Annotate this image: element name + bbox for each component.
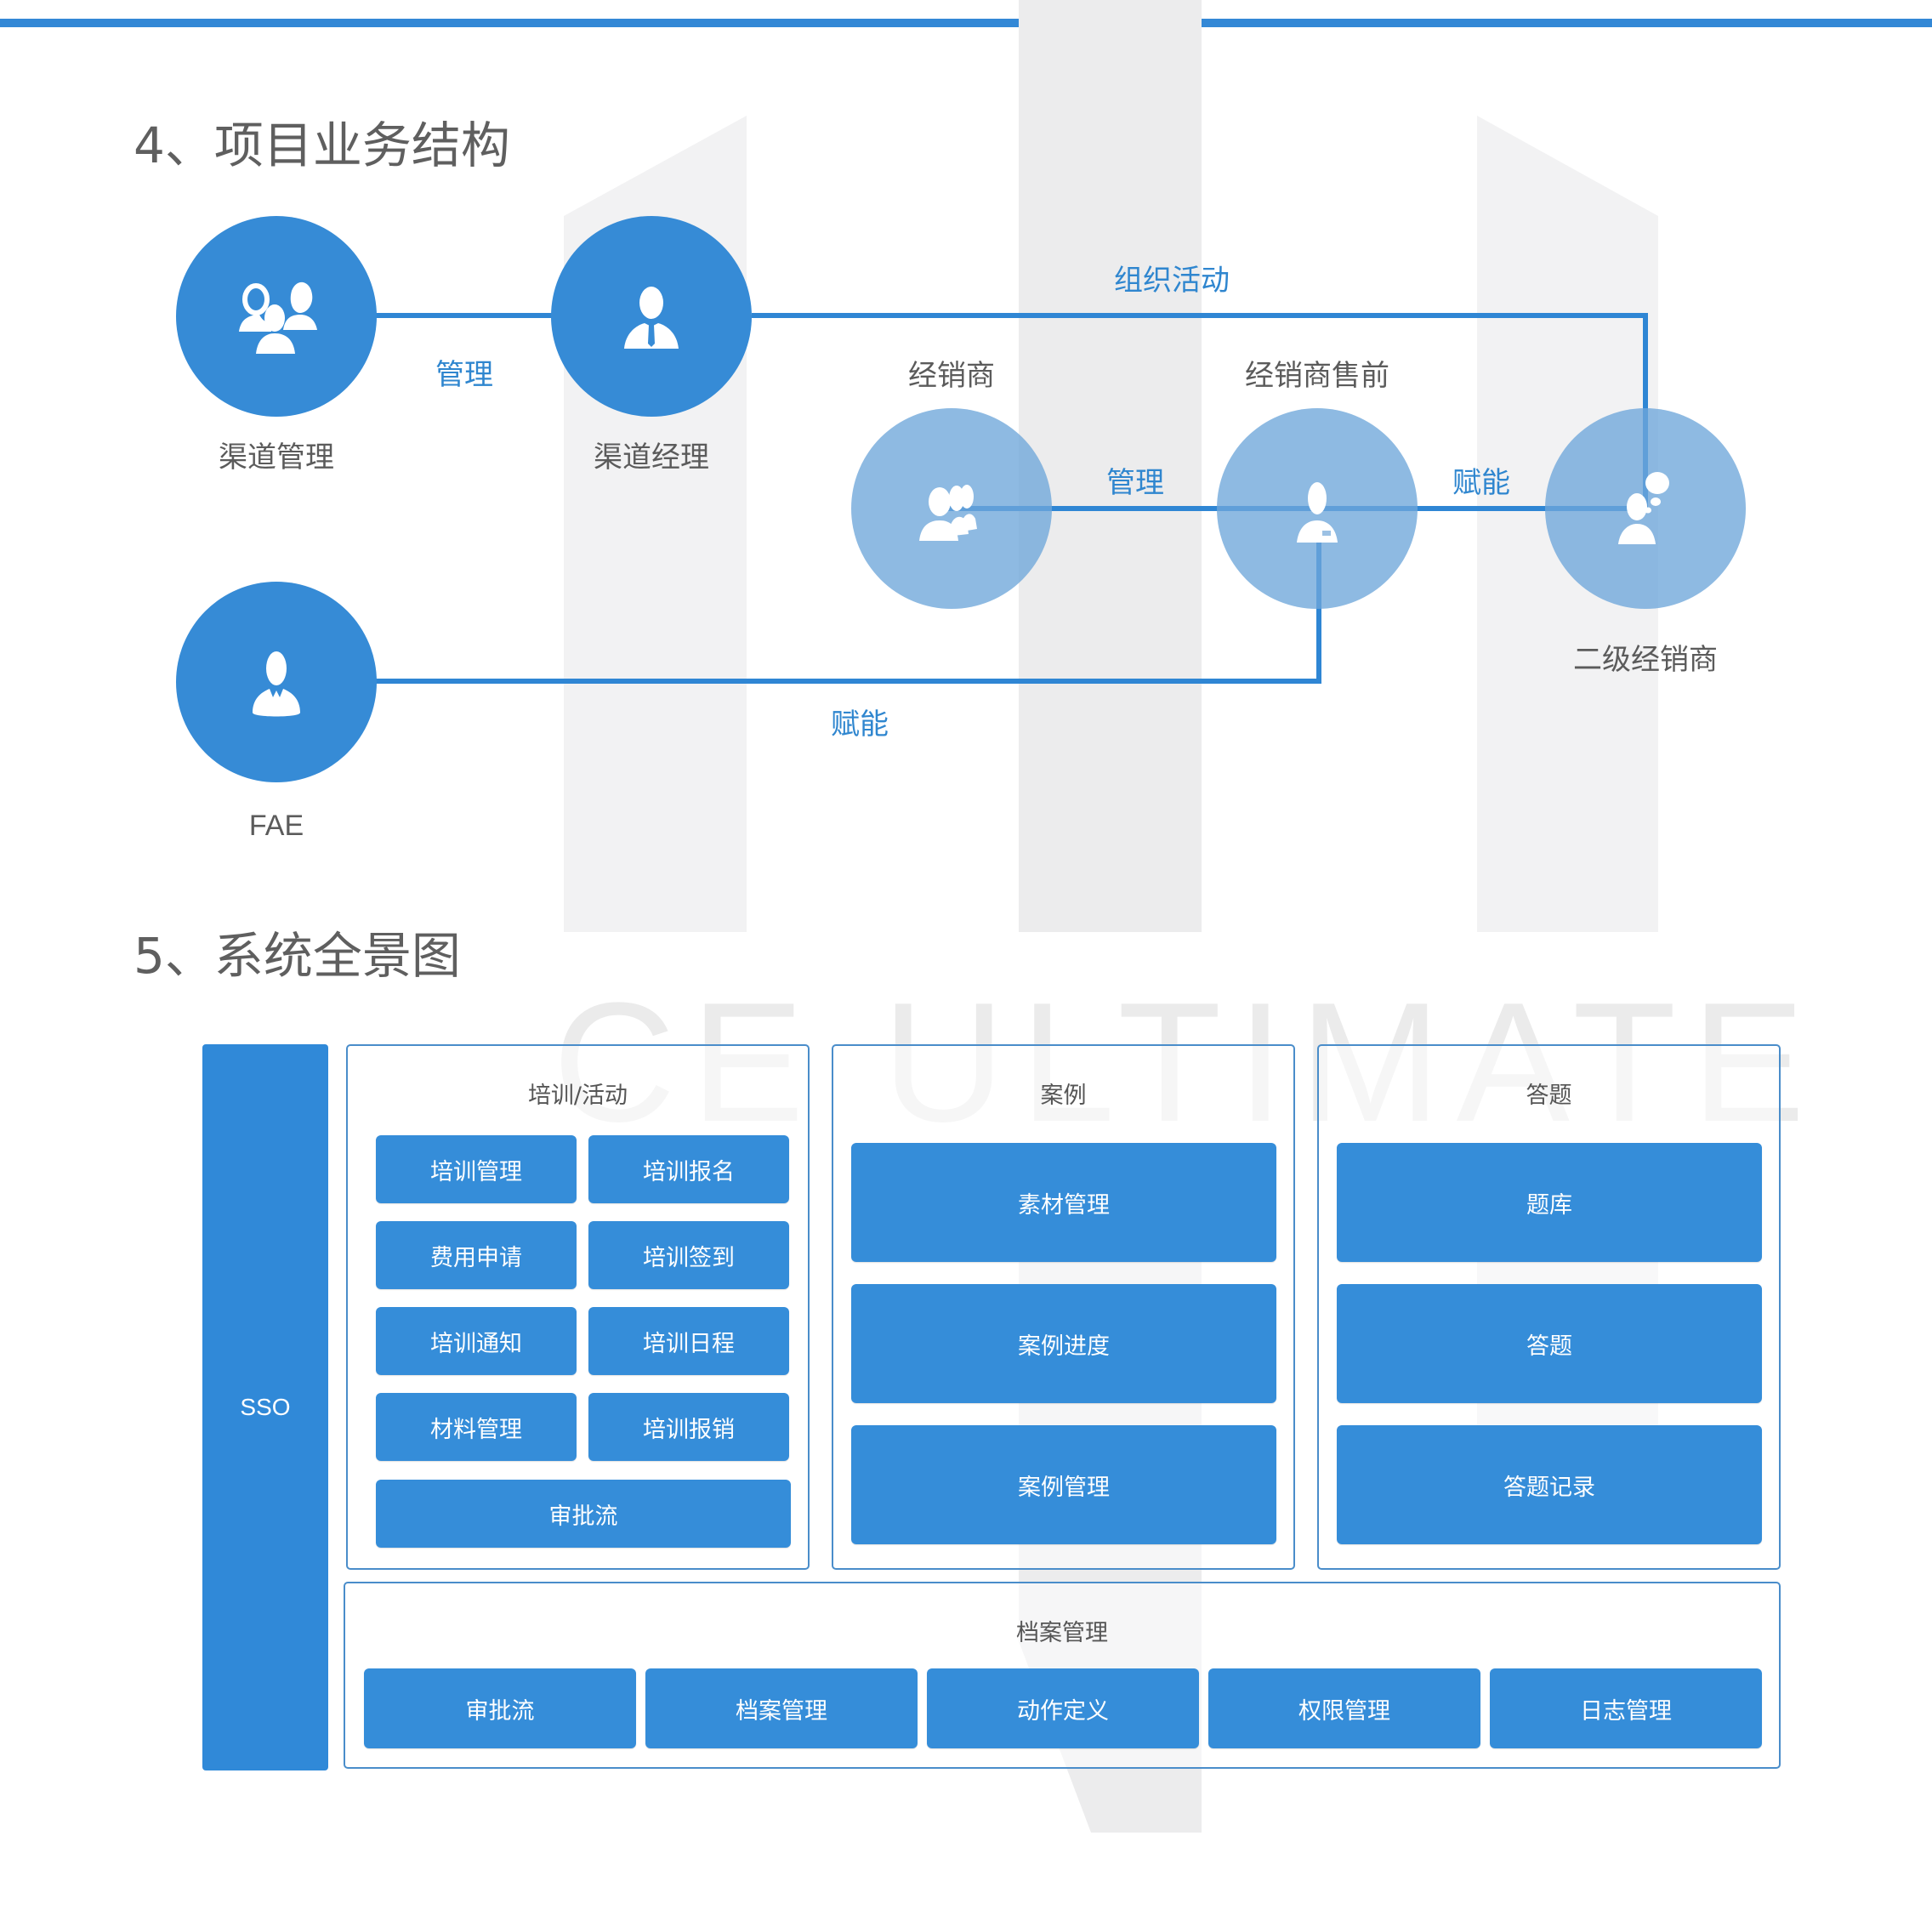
module-permission-mgmt[interactable]: 权限管理	[1208, 1668, 1480, 1748]
node-label-dealer: 经销商	[908, 359, 995, 393]
person-badge-icon	[1297, 482, 1338, 543]
panel-title-quiz: 答题	[1526, 1083, 1572, 1109]
panel-archive: 档案管理 审批流 档案管理 动作定义 权限管理 日志管理	[344, 1582, 1781, 1769]
module-approval-flow-2[interactable]: 审批流	[364, 1668, 636, 1748]
node-label-fae: FAE	[248, 810, 304, 842]
node-label-channel-mgmt: 渠道管理	[219, 440, 334, 475]
module-case-mgmt[interactable]: 案例管理	[851, 1425, 1276, 1544]
node-channel-mgmt[interactable]	[176, 216, 377, 417]
node-dealer-presales[interactable]	[1217, 408, 1418, 609]
edge-label-empower-1: 赋能	[1452, 466, 1510, 500]
module-log-mgmt[interactable]: 日志管理	[1490, 1668, 1762, 1748]
module-training-checkin[interactable]: 培训签到	[588, 1221, 789, 1289]
panel-quiz: 答题 题库 答题 答题记录	[1317, 1044, 1781, 1570]
sso-block[interactable]: SSO	[202, 1044, 328, 1770]
module-training-schedule[interactable]: 培训日程	[588, 1307, 789, 1375]
module-training-reimburse[interactable]: 培训报销	[588, 1393, 789, 1461]
module-material-library[interactable]: 素材管理	[851, 1143, 1276, 1262]
module-approval-flow[interactable]: 审批流	[376, 1480, 791, 1548]
businessman-tie-icon	[624, 287, 679, 349]
module-training-signup[interactable]: 培训报名	[588, 1135, 789, 1203]
node-fae[interactable]	[176, 582, 377, 782]
module-action-definition[interactable]: 动作定义	[927, 1668, 1199, 1748]
node-label-channel-manager: 渠道经理	[594, 440, 709, 475]
edge-label-organize-activity: 组织活动	[1114, 264, 1230, 298]
module-training-mgmt[interactable]: 培训管理	[376, 1135, 577, 1203]
panel-cases: 案例 素材管理 案例进度 案例管理	[832, 1044, 1295, 1570]
edge-label-manage-2: 管理	[1106, 466, 1164, 500]
sso-label: SSO	[240, 1394, 291, 1420]
module-archive-mgmt[interactable]: 档案管理	[645, 1668, 918, 1748]
section-title-system-panorama: 5、系统全景图	[134, 927, 461, 985]
node-channel-manager[interactable]	[551, 216, 752, 417]
person-thought-icon	[1618, 472, 1669, 544]
panel-title-training: 培训/活动	[527, 1083, 628, 1109]
module-case-progress[interactable]: 案例进度	[851, 1284, 1276, 1403]
node-label-dealer-presales: 经销商售前	[1245, 359, 1389, 393]
edge-label-empower-2: 赋能	[831, 708, 889, 742]
module-training-notice[interactable]: 培训通知	[376, 1307, 577, 1375]
person-collar-icon	[253, 651, 300, 717]
edge-line-fae-presales	[376, 541, 1321, 684]
top-accent-bar	[0, 19, 1932, 27]
edge-label-manage-1: 管理	[435, 358, 493, 392]
business-structure-diagram: 渠道管理 渠道经理 经销商 经销商售前 二级经销商 FAE 管理 组织活动 管理…	[0, 0, 1932, 893]
section-title-business-structure: 4、项目业务结构	[134, 117, 510, 174]
panel-title-cases: 案例	[1040, 1083, 1087, 1109]
panel-training: 培训/活动 培训管理 培训报名 费用申请 培训签到 培训通知 培训日程 材料管理…	[346, 1044, 810, 1570]
module-expense-request[interactable]: 费用申请	[376, 1221, 577, 1289]
module-question-bank[interactable]: 题库	[1337, 1143, 1762, 1262]
module-answer-questions[interactable]: 答题	[1337, 1284, 1762, 1403]
crowd-people-icon	[919, 485, 977, 541]
node-label-secondary-dealer: 二级经销商	[1573, 643, 1718, 677]
panel-title-archive: 档案管理	[1016, 1620, 1108, 1646]
node-dealer[interactable]	[851, 408, 1052, 609]
node-secondary-dealer[interactable]	[1545, 408, 1746, 609]
group-people-icon	[239, 281, 317, 354]
module-material-mgmt[interactable]: 材料管理	[376, 1393, 577, 1461]
module-answer-records[interactable]: 答题记录	[1337, 1425, 1762, 1544]
